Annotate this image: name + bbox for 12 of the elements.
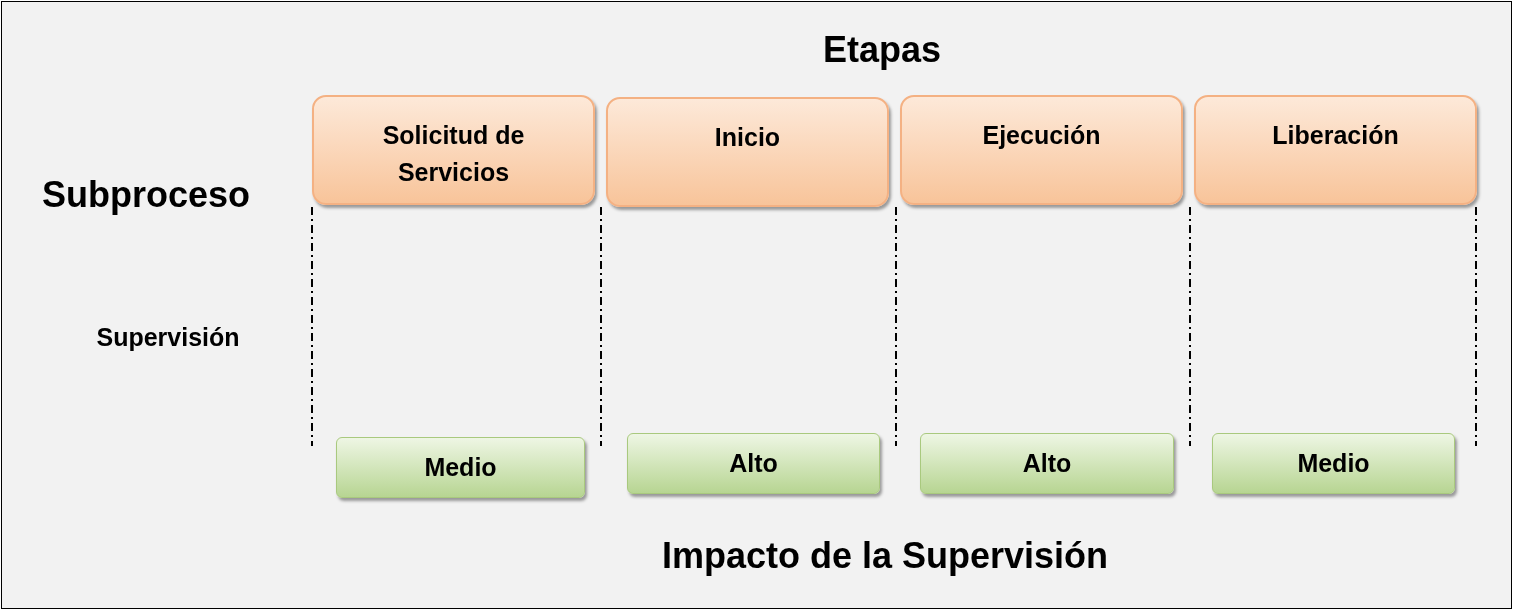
row-heading: Subproceso (42, 174, 250, 216)
stage-box: Liberación (1194, 95, 1477, 205)
impact-box: Medio (1212, 433, 1455, 494)
row-label: Supervisión (96, 322, 240, 352)
section-heading: Etapas (822, 29, 942, 71)
stage-box: Inicio (606, 97, 889, 207)
stage-box: Solicitud de Servicios (312, 95, 595, 205)
section-heading: Impacto de la Supervisión (661, 535, 1109, 577)
impact-box: Alto (627, 433, 880, 494)
stage-box: Ejecución (900, 95, 1183, 205)
impact-box: Medio (336, 437, 585, 498)
impact-box: Alto (920, 433, 1174, 494)
